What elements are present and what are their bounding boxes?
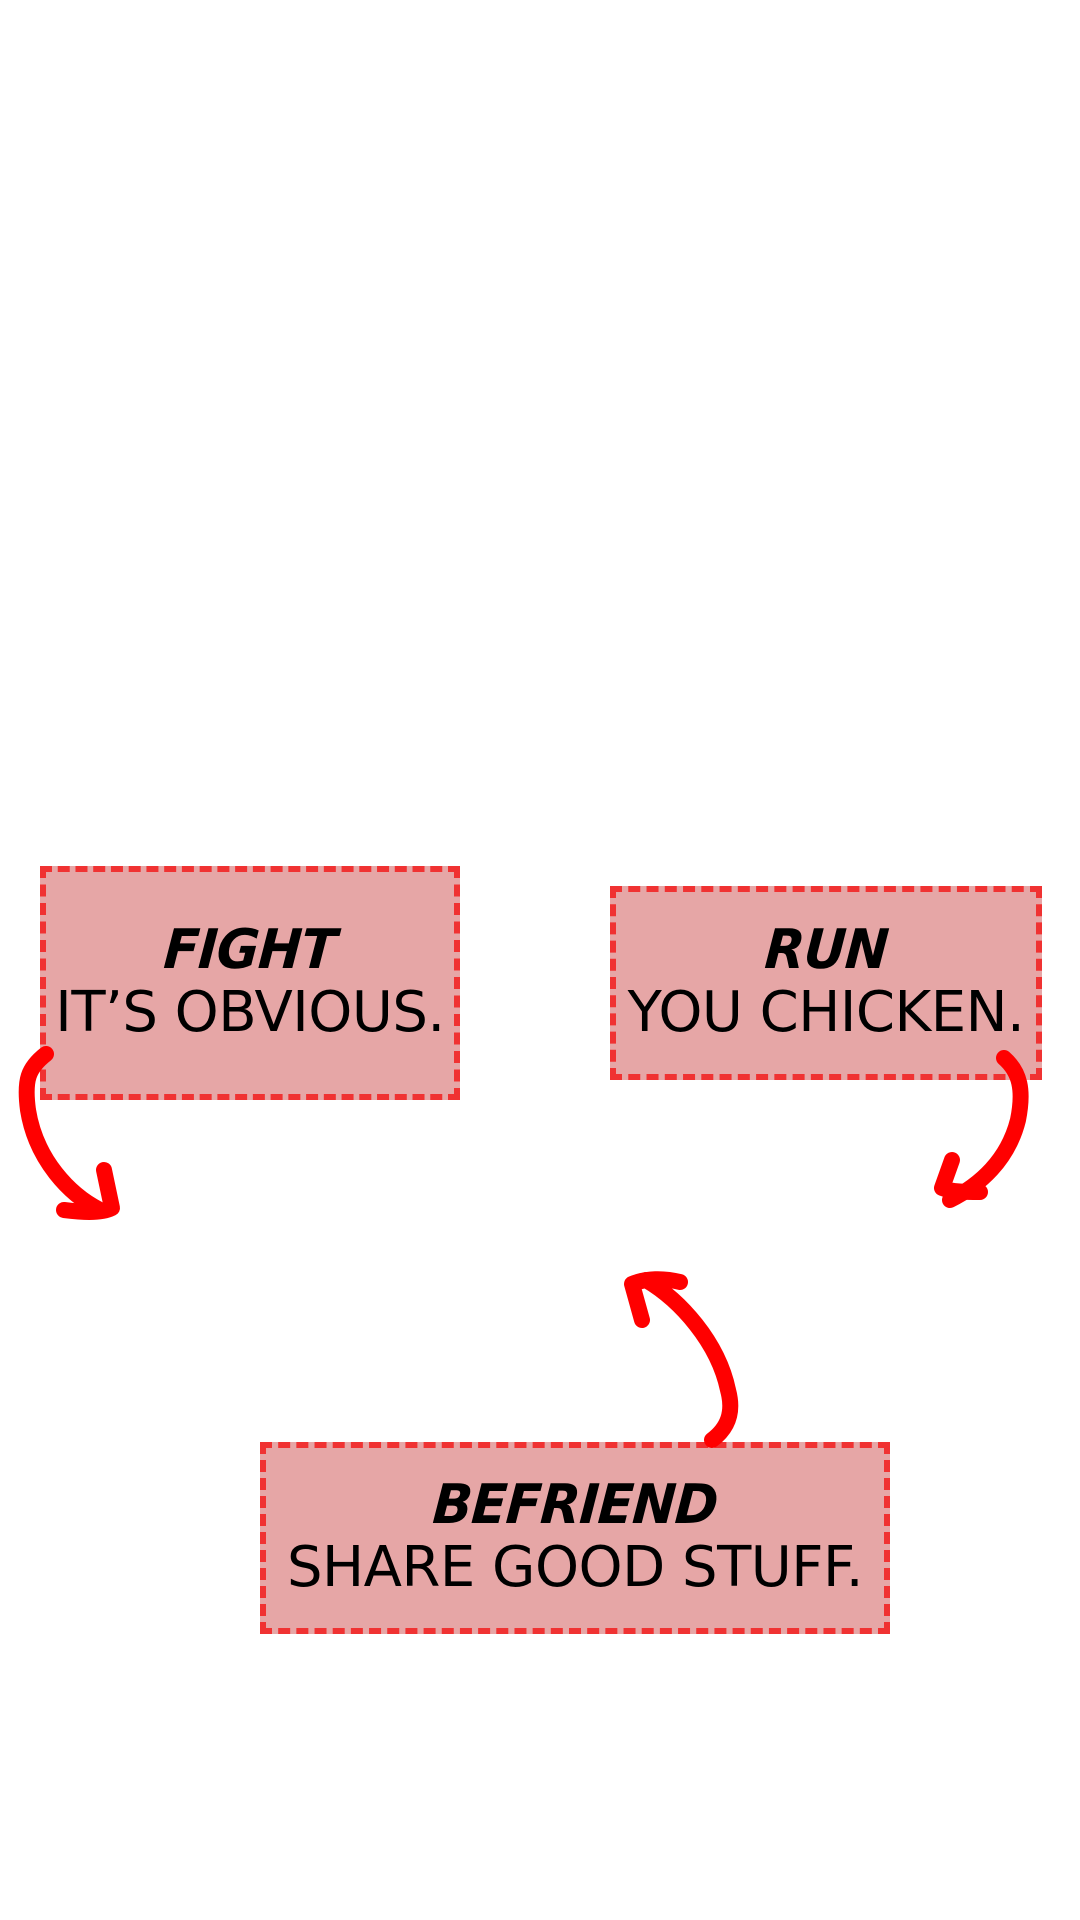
befriend-box: BEFRIEND SHARE GOOD STUFF. xyxy=(260,1442,890,1634)
fight-heading: FIGHT xyxy=(162,918,338,982)
run-heading: RUN xyxy=(762,918,890,982)
run-box: RUN YOU CHICKEN. xyxy=(610,886,1042,1080)
befriend-text: SHARE GOOD STUFF. xyxy=(287,1535,864,1600)
befriend-arrow xyxy=(624,1271,739,1448)
fight-text: IT’S OBVIOUS. xyxy=(55,980,445,1045)
fight-box: FIGHT IT’S OBVIOUS. xyxy=(40,866,460,1100)
run-text: YOU CHICKEN. xyxy=(627,980,1025,1045)
befriend-heading: BEFRIEND xyxy=(430,1473,720,1537)
